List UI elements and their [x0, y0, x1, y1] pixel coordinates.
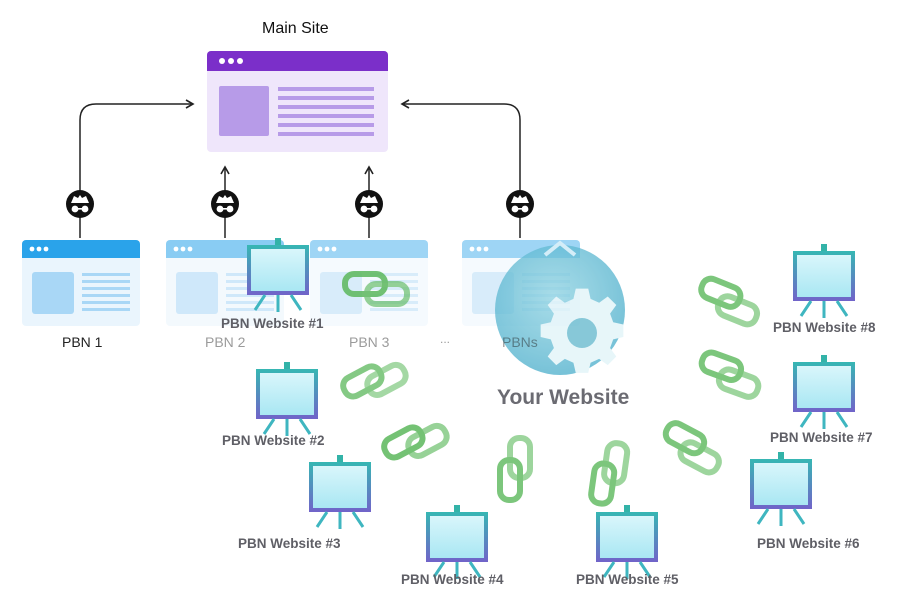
pbn-label: PBN 3	[349, 334, 390, 350]
website-label: PBN Website #6	[757, 536, 860, 551]
website-label: PBN Website #2	[222, 433, 325, 448]
screen-easel-icon	[748, 450, 814, 528]
screen-easel-icon	[254, 360, 320, 438]
spy-icon	[211, 190, 239, 218]
arrow-pbns	[400, 99, 521, 238]
website-label: PBN Website #7	[770, 430, 873, 445]
pbn-window	[22, 240, 140, 326]
main-site-title: Main Site	[262, 20, 329, 37]
arrow-pbn1	[79, 99, 195, 238]
website-label: PBN Website #5	[576, 572, 679, 587]
screen-easel-icon	[307, 453, 373, 531]
website-label: PBN Website #8	[773, 320, 876, 335]
pbn-window	[166, 240, 284, 326]
pbn-label: PBN 2	[205, 334, 246, 350]
main-site-window	[207, 51, 388, 152]
pbn-window	[310, 240, 428, 326]
ellipsis-label: ...	[440, 332, 451, 346]
screen-easel-icon	[594, 503, 660, 581]
screen-easel-icon	[791, 353, 857, 431]
chain-link-icon	[696, 350, 765, 399]
gear-icon	[540, 288, 624, 373]
chain-link-icon	[695, 276, 764, 327]
chain-link-icon	[340, 353, 409, 409]
pbn-label: PBN 1	[62, 334, 103, 350]
pbn-label: PBNs	[502, 334, 538, 350]
chain-link-icon	[658, 420, 727, 476]
website-label: PBN Website #1	[221, 316, 324, 331]
spy-icon	[355, 190, 383, 218]
spy-icon	[66, 190, 94, 218]
spy-icon	[506, 190, 534, 218]
screen-easel-icon	[424, 503, 490, 581]
your-website-hub	[495, 240, 625, 375]
website-label: PBN Website #4	[401, 572, 504, 587]
chain-link-icon	[381, 414, 450, 470]
chain-link-icon	[500, 438, 530, 500]
screen-easel-icon	[791, 242, 857, 320]
your-website-label: Your Website	[497, 386, 630, 409]
chain-link-icon	[590, 441, 628, 507]
website-label: PBN Website #3	[238, 536, 341, 551]
